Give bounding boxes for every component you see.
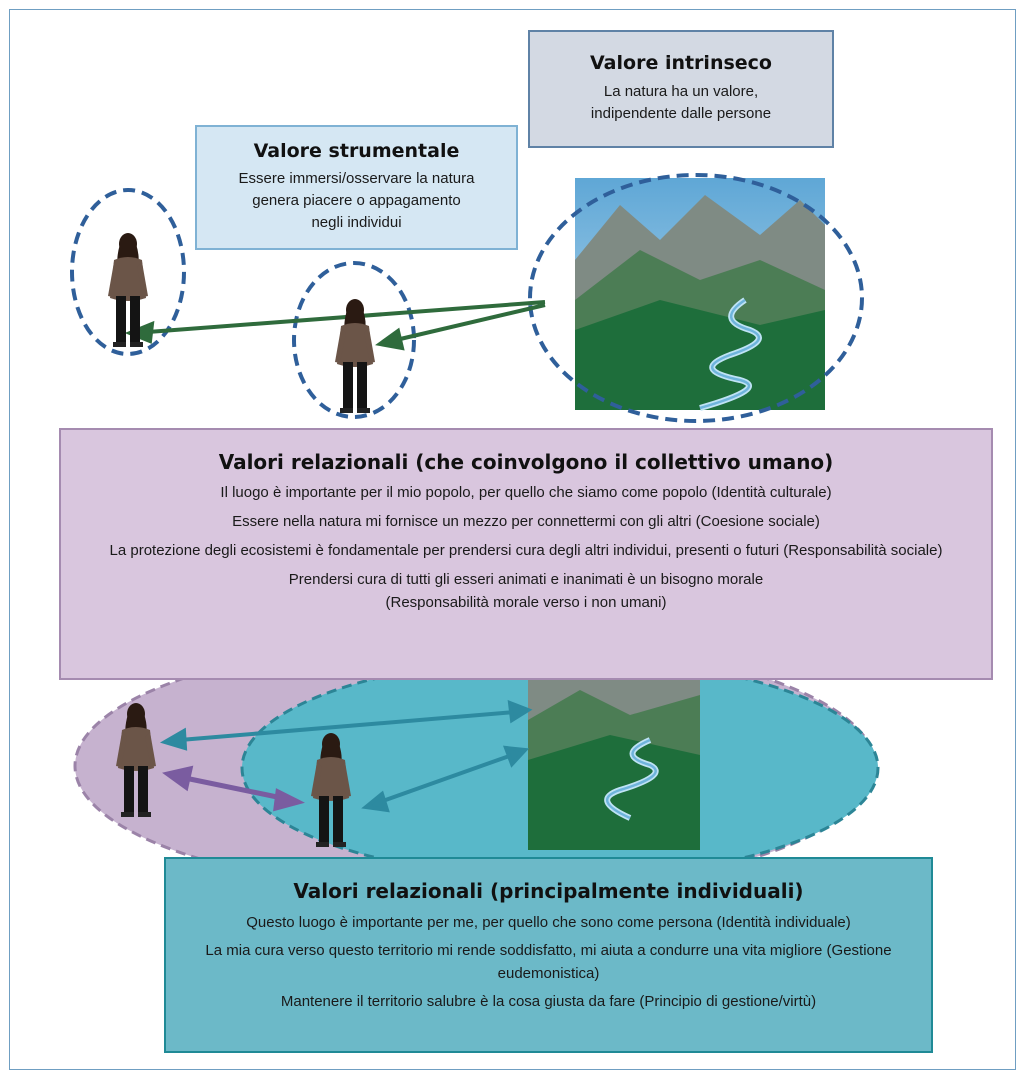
relational-collective-item: Il luogo è importante per il mio popolo,… <box>220 484 832 501</box>
instrumental-value-line: negli individui <box>311 214 402 231</box>
relational-individual-title: Valori relazionali (principalmente indiv… <box>293 879 804 903</box>
landscape-icon <box>528 670 700 850</box>
relational-collective-title: Valori relazionali (che coinvolgono il c… <box>218 450 834 474</box>
intrinsic-value-box: Valore intrinseco La natura ha un valore… <box>528 30 834 148</box>
instrumental-value-line: genera piacere o appagamento <box>252 192 461 209</box>
relational-individual-item: Questo luogo è importante per me, per qu… <box>246 914 851 931</box>
intrinsic-value-title: Valore intrinseco <box>590 52 772 74</box>
instrumental-value-title: Valore strumentale <box>253 140 460 162</box>
landscape-icon <box>575 178 825 411</box>
instrumental-value-box: Valore strumentale Essere immersi/osserv… <box>195 125 518 250</box>
relational-individual-item: Mantenere il territorio salubre è la cos… <box>280 993 817 1010</box>
intrinsic-value-line: La natura ha un valore, <box>603 83 759 100</box>
relational-individual-box: Valori relazionali (principalmente indiv… <box>164 857 933 1053</box>
relational-collective-item: La protezione degli ecosistemi è fondame… <box>109 542 943 559</box>
relational-collective-box: Valori relazionali (che coinvolgono il c… <box>59 428 993 680</box>
instrumental-value-line: Essere immersi/osservare la natura <box>238 170 475 187</box>
relational-collective-item: Prendersi cura di tutti gli esseri anima… <box>288 571 764 611</box>
relational-individual-item: La mia cura verso questo territorio mi r… <box>205 942 892 982</box>
intrinsic-value-line: indipendente dalle persone <box>590 105 772 122</box>
relational-collective-item: Essere nella natura mi fornisce un mezzo… <box>232 513 820 530</box>
